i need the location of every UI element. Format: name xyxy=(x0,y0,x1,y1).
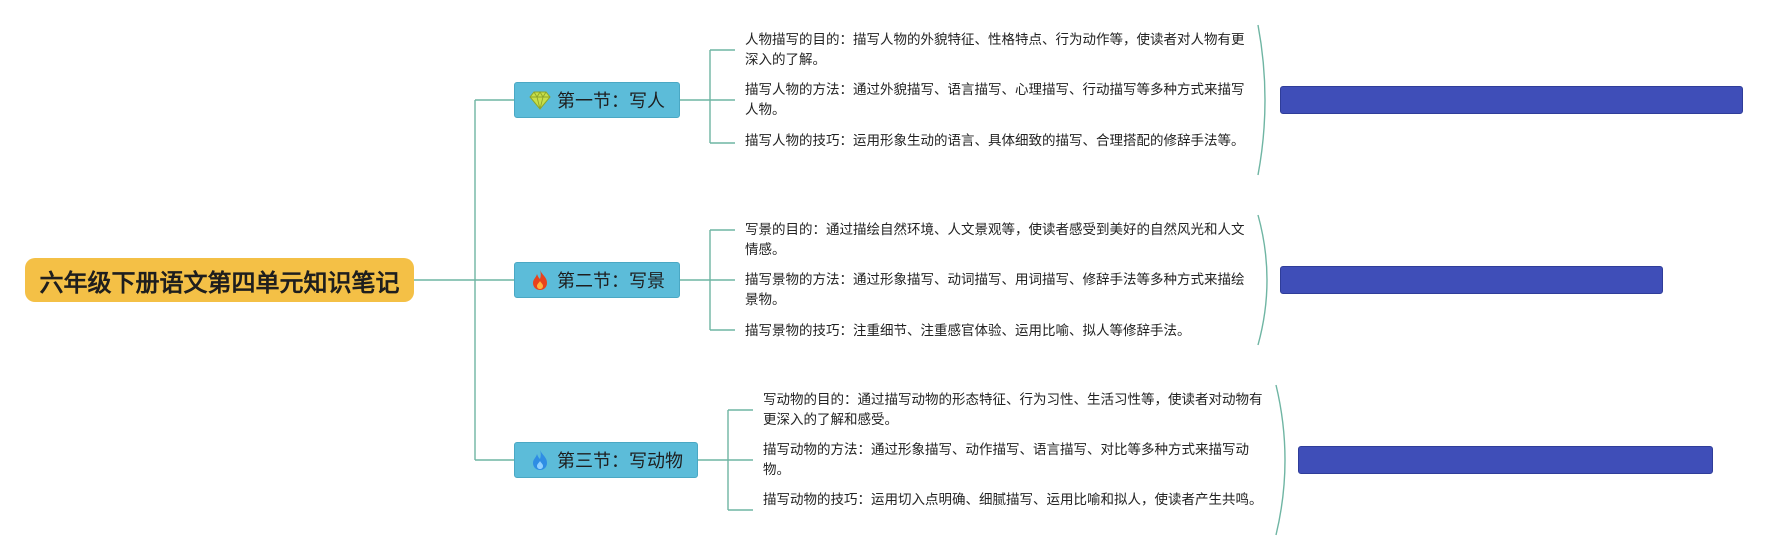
section-label: 第二节：写景 xyxy=(557,271,665,292)
gem-icon xyxy=(529,89,551,111)
leaf-purpose[interactable]: 人物描写的目的：描写人物的外貌特征、性格特点、行为动作等，使读者对人物有更深入的… xyxy=(745,32,1245,68)
leaf-method[interactable]: 描写动物的方法：通过形象描写、动作描写、语言描写、对比等多种方式来描写动物。 xyxy=(763,442,1249,478)
section-label: 第一节：写人 xyxy=(557,91,665,112)
leaf-purpose[interactable]: 写动物的目的：通过描写动物的形态特征、行为习性、生活习性等，使读者对动物有更深入… xyxy=(763,392,1263,428)
leaf-method[interactable]: 描写人物的方法：通过外貌描写、语言描写、心理描写、行动描写等多种方式来描写人物。 xyxy=(745,82,1245,118)
leaf-technique[interactable]: 描写动物的技巧：运用切入点明确、细腻描写、运用比喻和拟人，使读者产生共鸣。 xyxy=(763,492,1263,508)
flame-icon xyxy=(529,269,551,291)
flame-icon xyxy=(529,449,551,471)
leaf-technique[interactable]: 描写景物的技巧：注重细节、注重感官体验、运用比喻、拟人等修辞手法。 xyxy=(745,323,1191,339)
leaf-purpose[interactable]: 写景的目的：通过描绘自然环境、人文景观等，使读者感受到美好的自然风光和人文情感。 xyxy=(745,222,1245,258)
root-topic[interactable]: 六年级下册语文第四单元知识笔记 xyxy=(25,258,414,302)
root-title: 六年级下册语文第四单元知识笔记 xyxy=(39,268,400,297)
section-write-people[interactable]: 第一节：写人 xyxy=(514,82,680,118)
summary-box[interactable] xyxy=(1298,446,1713,474)
leaf-technique[interactable]: 描写人物的技巧：运用形象生动的语言、具体细致的描写、合理搭配的修辞手法等。 xyxy=(745,133,1245,149)
section-write-animals[interactable]: 第三节：写动物 xyxy=(514,442,698,478)
section-label: 第三节：写动物 xyxy=(557,451,683,472)
leaf-method[interactable]: 描写景物的方法：通过形象描写、动词描写、用词描写、修辞手法等多种方式来描绘景物。 xyxy=(745,272,1245,308)
section-write-scenery[interactable]: 第二节：写景 xyxy=(514,262,680,298)
summary-box[interactable] xyxy=(1280,266,1663,294)
summary-box[interactable] xyxy=(1280,86,1743,114)
